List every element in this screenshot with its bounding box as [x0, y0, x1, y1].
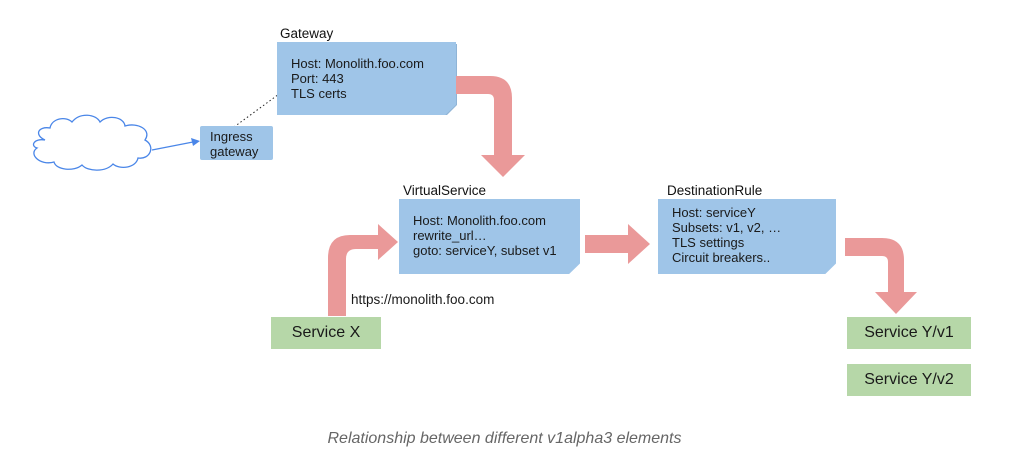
service-y-v2-box: Service Y/v2 — [847, 364, 971, 396]
ingress-gateway-box: Ingress gateway — [200, 126, 273, 160]
ingress-line-1: Ingress — [210, 129, 253, 144]
ingress-line-2: gateway — [210, 144, 259, 159]
destinationrule-title: DestinationRule — [667, 183, 763, 198]
service-x-box: Service X — [271, 317, 381, 349]
destinationrule-host-line: Host: serviceY — [672, 205, 756, 220]
cloud-icon — [32, 114, 152, 171]
gateway-port-line: Port: 443 — [291, 71, 344, 86]
gateway-note: Host: Monolith.foo.com Port: 443 TLS cer… — [277, 42, 456, 115]
destinationrule-subsets-line: Subsets: v1, v2, … — [672, 220, 782, 235]
gateway-host-line: Host: Monolith.foo.com — [291, 56, 424, 71]
destinationrule-to-servicey-arrow — [845, 238, 917, 314]
virtualservice-note: Host: Monolith.foo.com rewrite_url… goto… — [399, 199, 580, 274]
destinationrule-tls-line: TLS settings — [672, 235, 745, 250]
virtualservice-rewrite-line: rewrite_url… — [413, 228, 487, 243]
request-url-label: https://monolith.foo.com — [351, 292, 495, 307]
destinationrule-circuit-line: Circuit breakers.. — [672, 250, 771, 265]
virtualservice-goto-line: goto: serviceY, subset v1 — [413, 243, 557, 258]
virtualservice-to-destinationrule-arrow — [585, 224, 650, 264]
servicex-to-virtualservice-arrow — [328, 224, 398, 316]
service-y-v1-box: Service Y/v1 — [847, 317, 971, 349]
gateway-tls-line: TLS certs — [291, 86, 347, 101]
gateway-title: Gateway — [280, 26, 334, 41]
destinationrule-note: Host: serviceY Subsets: v1, v2, … TLS se… — [658, 199, 836, 274]
virtualservice-host-line: Host: Monolith.foo.com — [413, 213, 546, 228]
gateway-to-virtualservice-arrow — [456, 76, 525, 177]
virtualservice-title: VirtualService — [403, 183, 487, 198]
cloud-to-ingress-arrow — [151, 138, 200, 151]
figure-caption: Relationship between different v1alpha3 … — [327, 430, 682, 447]
